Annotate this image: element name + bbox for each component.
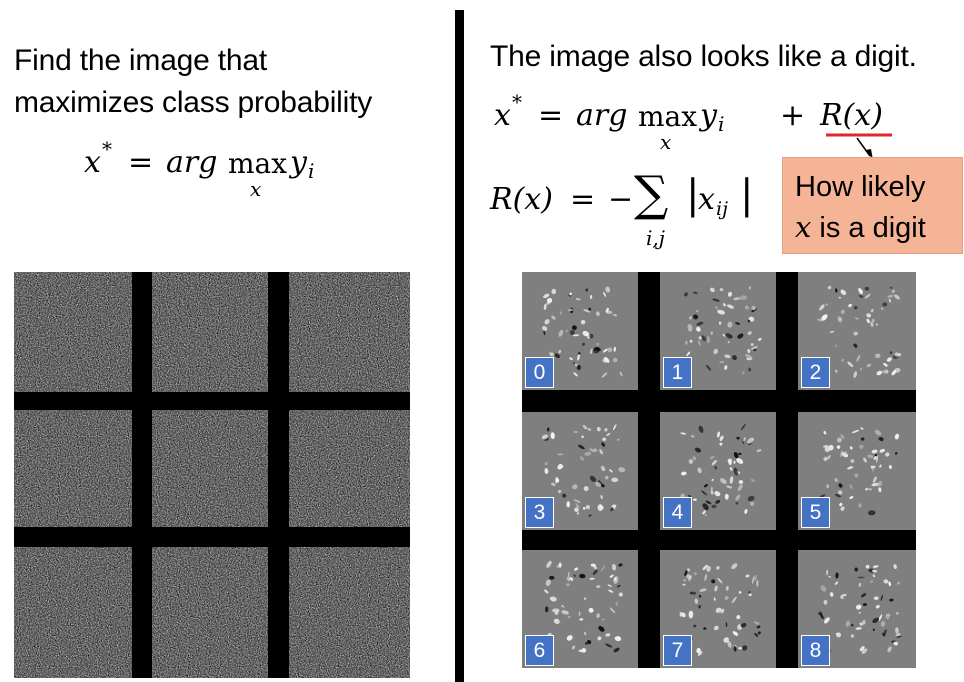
noise-cell-4 [152, 410, 268, 527]
digit-label-3: 3 [525, 497, 554, 528]
right-heading: The image also looks like a digit. [490, 40, 917, 73]
reg-equals: = [570, 182, 596, 217]
digit-label-5: 5 [801, 497, 830, 528]
callout-line2: x is a digit [795, 210, 926, 245]
formula-y: y [290, 145, 307, 180]
formula-max: max [228, 147, 288, 180]
objective-equals: = [538, 98, 564, 133]
sigma-subscript: i,j [646, 226, 665, 250]
center-divider [455, 10, 464, 682]
callout-var: x [795, 210, 812, 244]
noise-cell-6 [14, 547, 132, 678]
digit-label-8: 8 [801, 635, 830, 666]
callout-line1: How likely [795, 171, 926, 203]
noise-cell-5 [289, 410, 410, 527]
digit-label-6: 6 [525, 635, 554, 666]
noise-cell-0 [14, 272, 132, 392]
digit-label-4: 4 [663, 497, 692, 528]
objective-y-sub: i [718, 112, 725, 136]
formula-lhs: x [84, 145, 101, 180]
noise-image-grid [14, 272, 410, 678]
formula-equals: = [128, 145, 154, 180]
formula-star: * [102, 137, 112, 161]
digit-grid-svg [522, 272, 916, 668]
formula-max-sub: x [250, 177, 262, 201]
digit-label-1: 1 [663, 357, 692, 388]
digit-likelihood-callout: How likely x is a digit [782, 157, 963, 254]
digit-label-7: 7 [663, 635, 692, 666]
noise-grid-svg [14, 272, 410, 678]
noise-cell-2 [289, 272, 410, 392]
objective-arg: arg [576, 98, 628, 133]
left-heading-line2: maximizes class probability [14, 86, 373, 119]
right-formula-objective: x * = arg max x y i + R(x) [494, 90, 904, 154]
objective-plus: + [780, 98, 806, 133]
noise-cell-8 [289, 547, 410, 678]
left-heading-line1: Find the image that [14, 44, 268, 77]
reg-lhs: R(x) [490, 182, 553, 217]
objective-star: * [512, 90, 522, 114]
digit-label-2: 2 [801, 357, 830, 388]
noise-cell-7 [152, 547, 268, 678]
objective-max-sub: x [660, 130, 672, 154]
sigma-symbol: ∑ [634, 166, 669, 222]
objective-y: y [700, 98, 717, 133]
noise-cell-3 [14, 410, 132, 527]
formula-arg: arg [166, 145, 218, 180]
digit-label-0: 0 [525, 357, 554, 388]
left-formula: x * = arg max x y i [84, 137, 344, 205]
reg-minus: − [608, 182, 634, 217]
abs-right-bar: | [740, 172, 754, 218]
formula-y-sub: i [308, 159, 315, 183]
objective-lhs: x [494, 98, 511, 133]
noise-cell-1 [152, 272, 268, 392]
abs-left-bar: | [686, 172, 700, 218]
objective-max: max [638, 100, 698, 133]
reg-x-sub: ij [716, 198, 728, 220]
digit-image-grid: 0 1 2 3 4 5 6 7 8 [522, 272, 916, 668]
reg-x: x [698, 182, 715, 217]
objective-regularizer: R(x) [820, 98, 883, 133]
callout-line2-text: is a digit [811, 212, 926, 244]
right-formula-regularizer: R(x) = − ∑ i,j | x ij | [490, 162, 770, 262]
